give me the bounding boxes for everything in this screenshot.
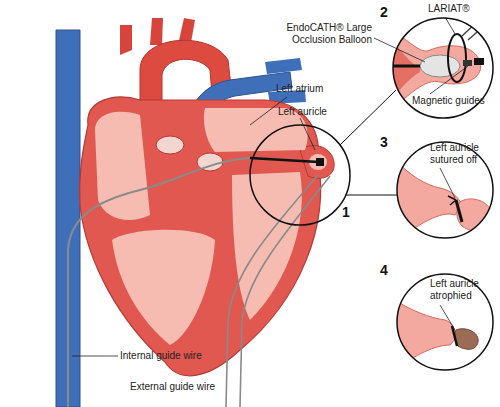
callout-number: 1 [342, 204, 350, 220]
part-label: Internal guide wire [120, 350, 202, 362]
callout-number: 3 [380, 134, 388, 150]
part-label: Left auricle [278, 106, 327, 118]
part-label: EndoCATH® Large Occlusion Balloon [268, 22, 372, 46]
part-label: Left auricle sutured off [430, 142, 496, 166]
callout-number: 4 [380, 262, 388, 278]
part-label: Magnetic guides [412, 95, 485, 107]
callout-number: 2 [380, 4, 388, 20]
part-label: External guide wire [130, 381, 215, 393]
part-label: LARIAT® [428, 3, 470, 15]
part-label: Left atrium [276, 83, 323, 95]
part-label: Left auricle atrophied [430, 278, 496, 302]
